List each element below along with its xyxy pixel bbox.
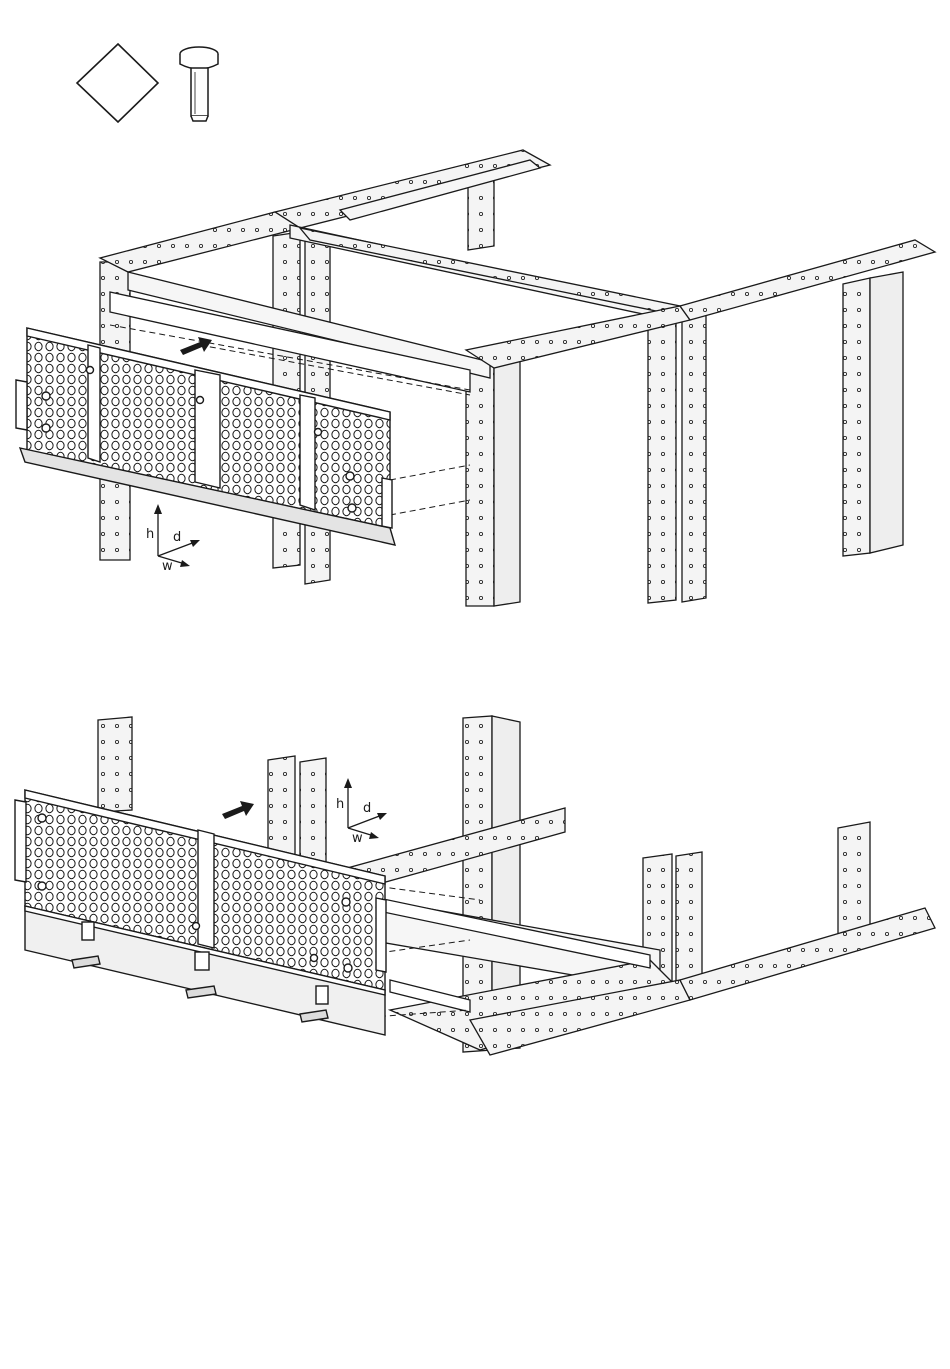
axis-label-h-bottom: h bbox=[336, 797, 344, 812]
perforated-panel-with-plinth-icon bbox=[15, 790, 386, 1035]
axis-label-d: d bbox=[173, 530, 181, 545]
axis-label-h: h bbox=[146, 527, 154, 542]
axis-label-d-bottom: d bbox=[363, 801, 371, 816]
screw-icon bbox=[180, 47, 218, 121]
axis-label-w: w bbox=[162, 559, 173, 574]
axis-label-w-bottom: w bbox=[352, 831, 363, 846]
diamond-icon bbox=[77, 44, 158, 122]
arrow-right-icon-bottom bbox=[222, 801, 254, 819]
arrow-right-icon bbox=[180, 337, 212, 355]
